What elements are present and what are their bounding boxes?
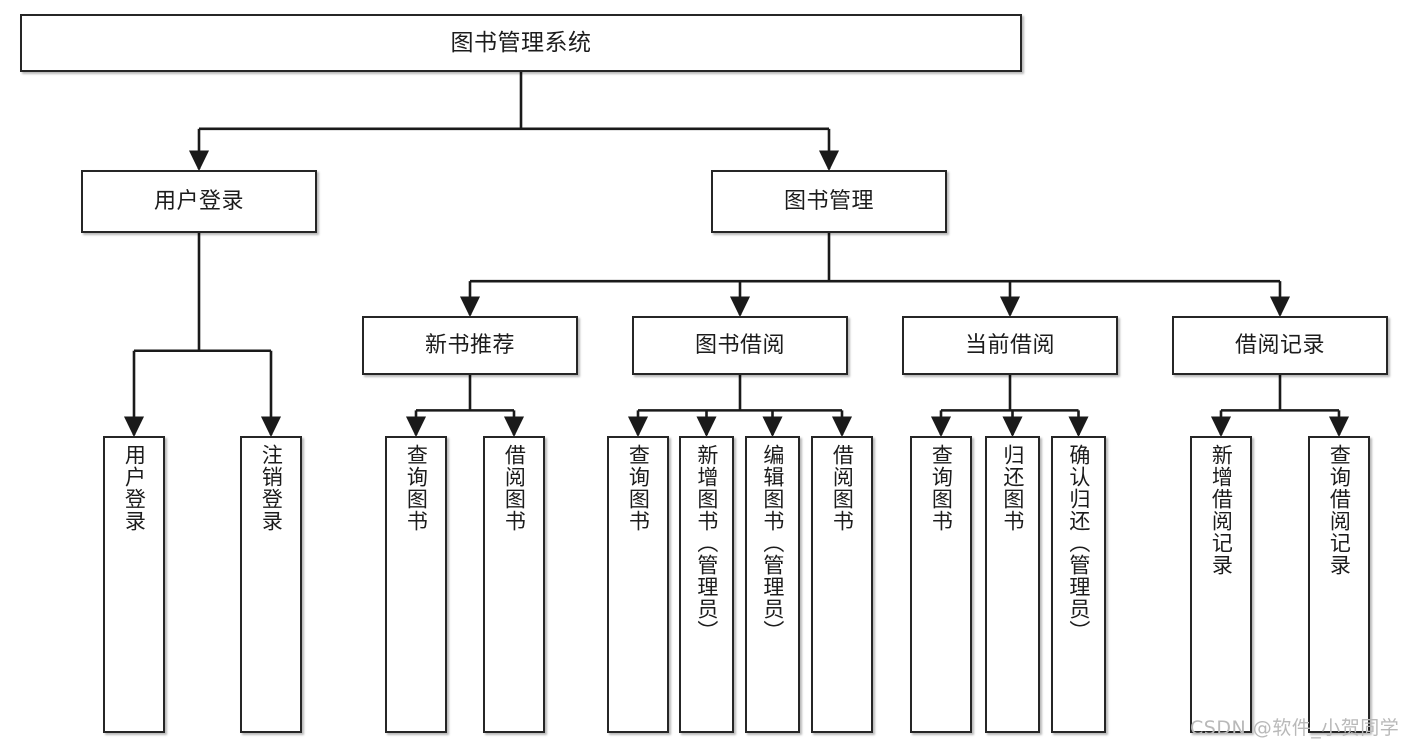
node-leaf-confirm-return[interactable]: 确认归还（管理员） — [1051, 436, 1106, 733]
node-label: 图书借阅 — [694, 332, 785, 358]
node-label: 查询图书 — [929, 444, 954, 532]
node-leaf-edit-book[interactable]: 编辑图书（管理员） — [745, 436, 800, 733]
node-label: 查询借阅记录 — [1327, 444, 1352, 576]
node-label: 借阅图书 — [502, 444, 527, 532]
node-new-book-rec[interactable]: 新书推荐 — [362, 316, 578, 375]
node-label: 借阅记录 — [1234, 332, 1325, 358]
node-label: 用户登录 — [153, 188, 244, 214]
node-label: 借阅图书 — [830, 444, 855, 532]
node-leaf-query-book[interactable]: 查询图书 — [607, 436, 669, 733]
node-label: 查询图书 — [626, 444, 651, 532]
node-leaf-query-book-cur[interactable]: 查询图书 — [910, 436, 972, 733]
node-current-borrow[interactable]: 当前借阅 — [902, 316, 1118, 375]
node-label: 图书管理 — [783, 188, 874, 214]
node-leaf-user-login[interactable]: 用户登录 — [103, 436, 165, 733]
node-label: 查询图书 — [404, 444, 429, 532]
node-label: 新增图书（管理员） — [694, 444, 719, 642]
node-label: 确认归还（管理员） — [1066, 444, 1091, 642]
node-book-manage[interactable]: 图书管理 — [711, 170, 947, 233]
node-label: 用户登录 — [122, 444, 147, 532]
node-label: 当前借阅 — [964, 332, 1055, 358]
node-leaf-return-book[interactable]: 归还图书 — [985, 436, 1040, 733]
node-leaf-query-record[interactable]: 查询借阅记录 — [1308, 436, 1370, 733]
node-user-login[interactable]: 用户登录 — [81, 170, 317, 233]
node-label: 新书推荐 — [424, 332, 515, 358]
watermark: CSDN @软件_小贺同学 — [1190, 717, 1400, 739]
node-root[interactable]: 图书管理系统 — [20, 14, 1022, 72]
node-label: 编辑图书（管理员） — [760, 444, 785, 642]
node-leaf-borrow-book-rec[interactable]: 借阅图书 — [483, 436, 545, 733]
node-book-borrow[interactable]: 图书借阅 — [632, 316, 848, 375]
node-leaf-query-book-rec[interactable]: 查询图书 — [385, 436, 447, 733]
node-label: 归还图书 — [1000, 444, 1025, 532]
node-label: 注销登录 — [259, 444, 284, 532]
node-leaf-add-book[interactable]: 新增图书（管理员） — [679, 436, 734, 733]
node-label: 图书管理系统 — [450, 29, 592, 56]
node-label: 新增借阅记录 — [1209, 444, 1234, 576]
node-leaf-user-logout[interactable]: 注销登录 — [240, 436, 302, 733]
node-leaf-borrow-book[interactable]: 借阅图书 — [811, 436, 873, 733]
node-leaf-add-record[interactable]: 新增借阅记录 — [1190, 436, 1252, 733]
node-borrow-record[interactable]: 借阅记录 — [1172, 316, 1388, 375]
